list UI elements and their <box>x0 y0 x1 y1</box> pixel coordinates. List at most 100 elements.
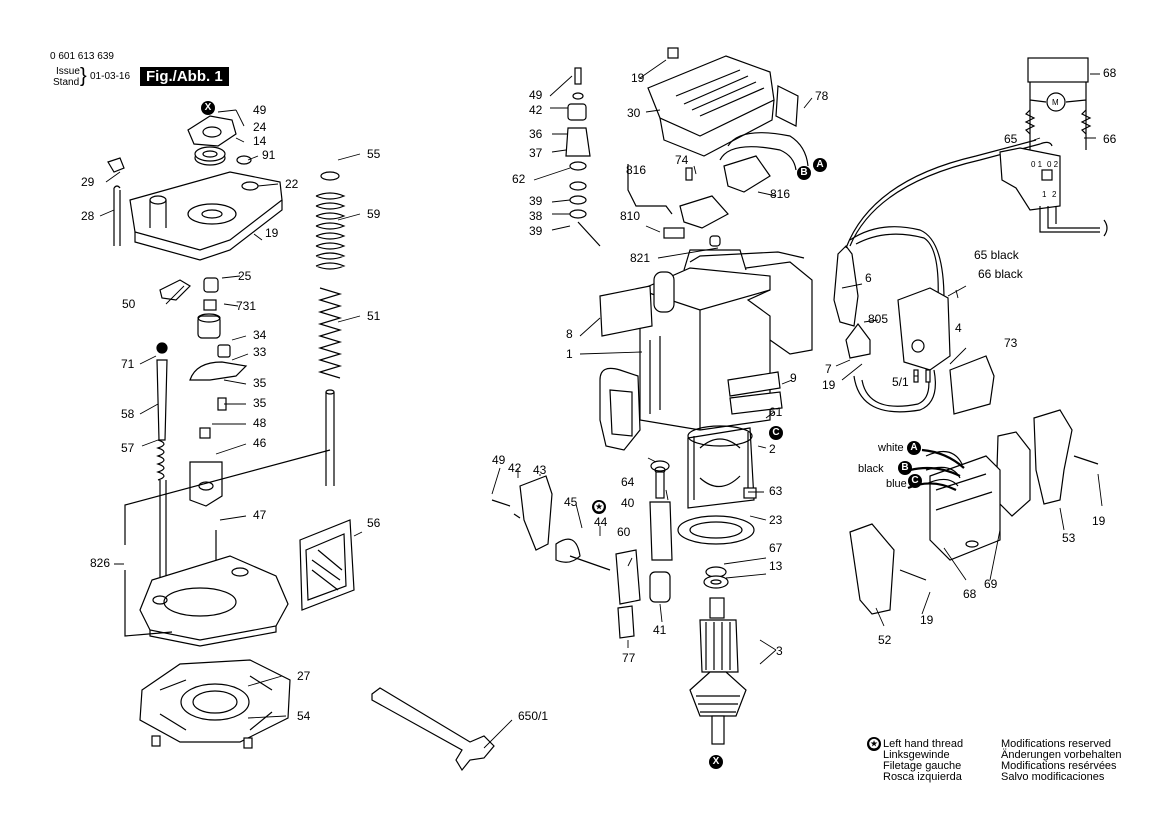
router-base-plate <box>139 519 355 647</box>
callout: 41 <box>653 623 667 637</box>
callout: 3 <box>776 644 783 658</box>
bearings-13-67 <box>703 566 729 589</box>
callout: 34 <box>253 328 267 342</box>
callout: 77 <box>622 651 636 665</box>
callout: 7 <box>825 362 832 376</box>
stand-label: Stand <box>53 77 80 88</box>
callout: 23 <box>769 513 783 527</box>
callout: 35 <box>253 396 267 410</box>
marker-x-top: X <box>201 101 215 115</box>
callout: 42 <box>508 461 522 475</box>
callout: 13 <box>769 559 783 573</box>
wire-label-black: black <box>858 463 884 475</box>
callout: 9 <box>790 371 797 385</box>
callout: 19 <box>920 613 934 627</box>
spanner-wrench <box>371 687 495 772</box>
callout: 44 <box>594 515 608 529</box>
cable-and-switch <box>833 139 1053 415</box>
callout: 68 <box>1103 66 1117 80</box>
issue-label: Issue <box>56 66 80 77</box>
callout: 40 <box>621 496 635 510</box>
callout: 650/1 <box>518 709 549 723</box>
callout: 71 <box>121 357 135 371</box>
callout: 60 <box>617 525 631 539</box>
callout: 805 <box>868 312 889 326</box>
callout: 54 <box>297 709 311 723</box>
legend-left-hand-thread-icon: ✪ <box>867 737 881 751</box>
callout: 6 <box>865 271 872 285</box>
main-housing <box>599 249 813 451</box>
callout: 19 <box>1092 514 1106 528</box>
callout: 61 <box>769 405 783 419</box>
callout: 57 <box>121 441 135 455</box>
armature-3 <box>689 597 747 745</box>
callout: 29 <box>81 175 95 189</box>
wire-label-white: white <box>878 442 904 454</box>
sole-plate <box>139 659 291 749</box>
callout: 5/1 <box>892 375 909 389</box>
legend-lh-thread-de: Linksgewinde <box>883 749 950 761</box>
callout: 78 <box>815 89 829 103</box>
callout: 4 <box>955 321 962 335</box>
marker-c-lead: C <box>908 474 922 488</box>
callout: 63 <box>769 484 783 498</box>
callout: 49 <box>253 103 267 117</box>
callout: 36 <box>529 127 543 141</box>
marker-b-top: B <box>797 166 811 180</box>
callout: 2 <box>769 442 776 456</box>
callout: 49 <box>492 453 506 467</box>
legend-lh-thread-en: Left hand thread <box>883 738 964 750</box>
callout: 55 <box>367 147 381 161</box>
callout: 66 <box>1103 132 1117 146</box>
callout: 28 <box>81 209 95 223</box>
legend-lh-thread-es: Rosca izquierda <box>883 771 962 783</box>
depth-rod-and-spring <box>156 342 168 590</box>
part-number: 0 601 613 639 <box>50 51 114 62</box>
callout: 52 <box>878 633 892 647</box>
callout: 731 <box>236 299 257 313</box>
callout: 65 <box>1004 132 1018 146</box>
callout: 42 <box>529 103 543 117</box>
wire-label-blue: blue <box>886 478 907 490</box>
legend-modifications-es: Salvo modificaciones <box>1001 771 1105 783</box>
callout: 69 <box>984 577 998 591</box>
callout: 8 <box>566 327 573 341</box>
callout: 68 <box>963 587 977 601</box>
legend-modifications-fr: Modifications resérvées <box>1001 760 1117 772</box>
wire-label-66-black: 66 black <box>978 267 1023 281</box>
schematic-pin-02: 0 2 <box>1047 160 1059 169</box>
marker-c-stator: C <box>769 426 783 440</box>
spindle-lock-assembly <box>491 475 641 639</box>
callout: 27 <box>297 669 311 683</box>
callout: 59 <box>367 207 381 221</box>
callout: 25 <box>238 269 252 283</box>
callout: 49 <box>529 88 543 102</box>
bracket-826 <box>124 449 331 637</box>
callout: 38 <box>529 209 543 223</box>
callout: 22 <box>285 177 299 191</box>
legend-lh-thread-fr: Filetage gauche <box>883 760 962 772</box>
legend-modifications-en: Modifications reserved <box>1001 738 1112 750</box>
callout: 51 <box>367 309 381 323</box>
callout: 74 <box>675 153 689 167</box>
schematic-motor-symbol: M <box>1052 98 1059 107</box>
brace: } <box>80 65 87 87</box>
callout: 53 <box>1062 531 1076 545</box>
figure-label: Fig./Abb. 1 <box>140 67 229 86</box>
top-bearing-plate <box>107 115 252 173</box>
callout: 810 <box>620 209 641 223</box>
callout: 816 <box>626 163 647 177</box>
knob-stack <box>565 67 601 247</box>
callout: 47 <box>253 508 267 522</box>
callout: 67 <box>769 541 783 555</box>
motor-housing-bracket <box>113 171 283 261</box>
marker-a-lead: A <box>907 441 921 455</box>
brush-holders <box>627 132 809 247</box>
callout: 33 <box>253 345 267 359</box>
callout: 39 <box>529 194 543 208</box>
callout: 35 <box>253 376 267 390</box>
callout: 50 <box>122 297 136 311</box>
callout: 43 <box>533 463 547 477</box>
schematic-pin-2: 2 <box>1052 190 1057 199</box>
